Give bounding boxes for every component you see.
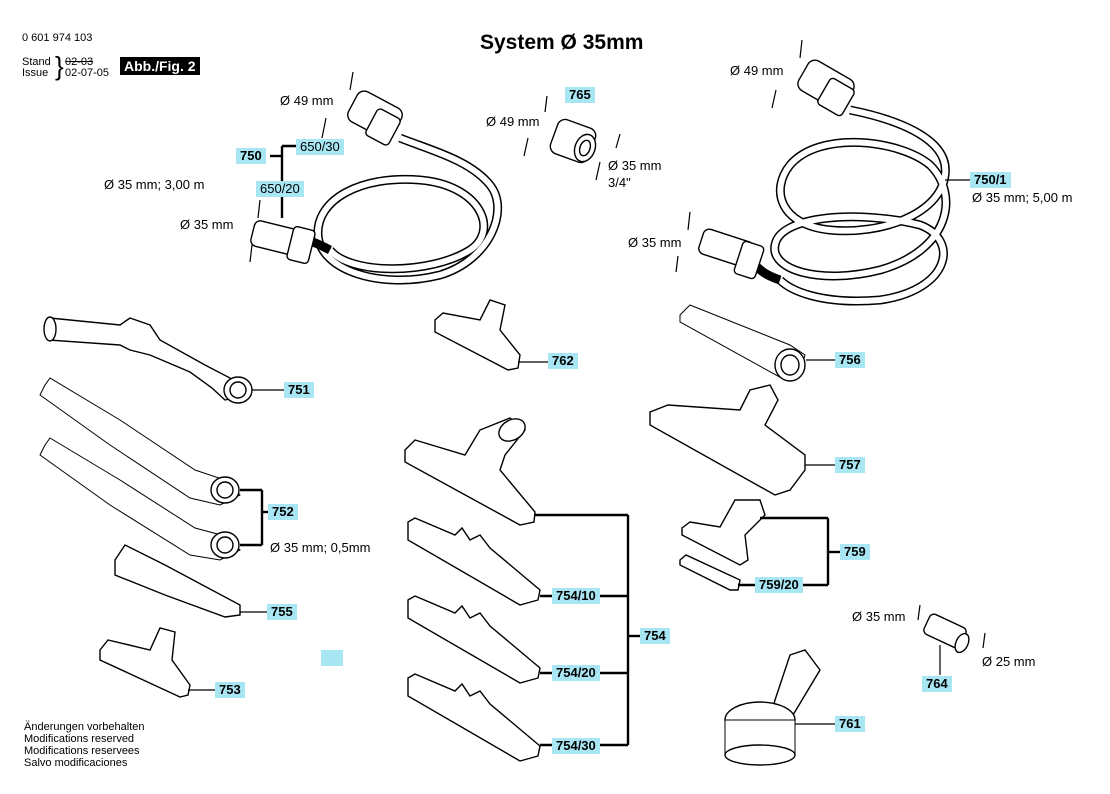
figure-badge: Abb./Fig. 2: [120, 57, 200, 75]
adapter-765-drawing: [523, 95, 621, 181]
dim-49-right: Ø 49 mm: [730, 63, 784, 78]
footer-line-es: Salvo modificaciones: [24, 757, 128, 769]
part-tag-750-1[interactable]: 750/1: [970, 172, 1011, 188]
floor-nozzle-757-drawing: [649, 384, 835, 496]
footer-line-fr: Modifications reservees: [24, 745, 140, 757]
part-tag-765[interactable]: 765: [565, 87, 595, 103]
footer-line-en: Modifications reserved: [24, 733, 135, 745]
part-tag-761[interactable]: 761: [835, 716, 865, 732]
part-tag-756[interactable]: 756: [835, 352, 865, 368]
brush-761-drawing: [724, 649, 835, 766]
part-tag-650-30[interactable]: 650/30: [296, 139, 344, 155]
nozzle-753-drawing: [99, 627, 215, 698]
dim-35-adapter: Ø 35 mm: [608, 158, 662, 173]
part-number: 0 601 974 103: [22, 32, 93, 44]
dim-35-left: Ø 35 mm: [180, 217, 234, 232]
part-tag-755[interactable]: 755: [267, 604, 297, 620]
part-tag-754-30[interactable]: 754/30: [552, 738, 600, 754]
part-tag-764[interactable]: 764: [922, 676, 952, 692]
part-tag-650-20[interactable]: 650/20: [256, 181, 304, 197]
brace: }: [55, 51, 64, 81]
nozzle-762-drawing: [434, 299, 548, 371]
issue-label: Issue: [22, 67, 49, 79]
stand-value: 02-03: [65, 56, 94, 68]
issue-value: 02-07-05: [65, 67, 110, 79]
part-tag-754-10[interactable]: 754/10: [552, 588, 600, 604]
dim-35-3m: Ø 35 mm; 3,00 m: [104, 177, 205, 192]
page-title: System Ø 35mm: [480, 31, 644, 54]
part-tag-751[interactable]: 751: [284, 382, 314, 398]
part-tag-752[interactable]: 752: [268, 504, 298, 520]
dim-35-reducer: Ø 35 mm: [852, 609, 906, 624]
blank-tag: [321, 650, 343, 666]
part-tag-762[interactable]: 762: [548, 353, 578, 369]
dim-35-05: Ø 35 mm; 0,5mm: [270, 540, 371, 555]
tubes-752-drawing: [39, 377, 272, 561]
floor-nozzle-754-drawing: [404, 417, 640, 762]
handle-751-drawing: [43, 316, 285, 404]
dim-35-right: Ø 35 mm: [628, 235, 682, 250]
part-tag-759[interactable]: 759: [840, 544, 870, 560]
hose-750-1-drawing: [675, 39, 970, 306]
dim-35-5m: Ø 35 mm; 5,00 m: [972, 190, 1073, 205]
part-tag-750[interactable]: 750: [236, 148, 266, 164]
footer-line-de: Änderungen vorbehalten: [24, 721, 145, 733]
dim-25-reducer: Ø 25 mm: [982, 654, 1036, 669]
part-tag-759-20[interactable]: 759/20: [755, 577, 803, 593]
part-tag-754-20[interactable]: 754/20: [552, 665, 600, 681]
crevice-755-drawing: [114, 544, 268, 618]
crevice-756-drawing: [679, 304, 835, 382]
stand-label: Stand: [22, 56, 51, 68]
part-tag-757[interactable]: 757: [835, 457, 865, 473]
part-tag-753[interactable]: 753: [215, 682, 245, 698]
dim-thread: 3/4": [608, 175, 631, 190]
dim-49-adapter: Ø 49 mm: [486, 114, 540, 129]
reducer-764-drawing: [917, 604, 986, 675]
part-tag-754[interactable]: 754: [640, 628, 670, 644]
dim-49-left: Ø 49 mm: [280, 93, 334, 108]
